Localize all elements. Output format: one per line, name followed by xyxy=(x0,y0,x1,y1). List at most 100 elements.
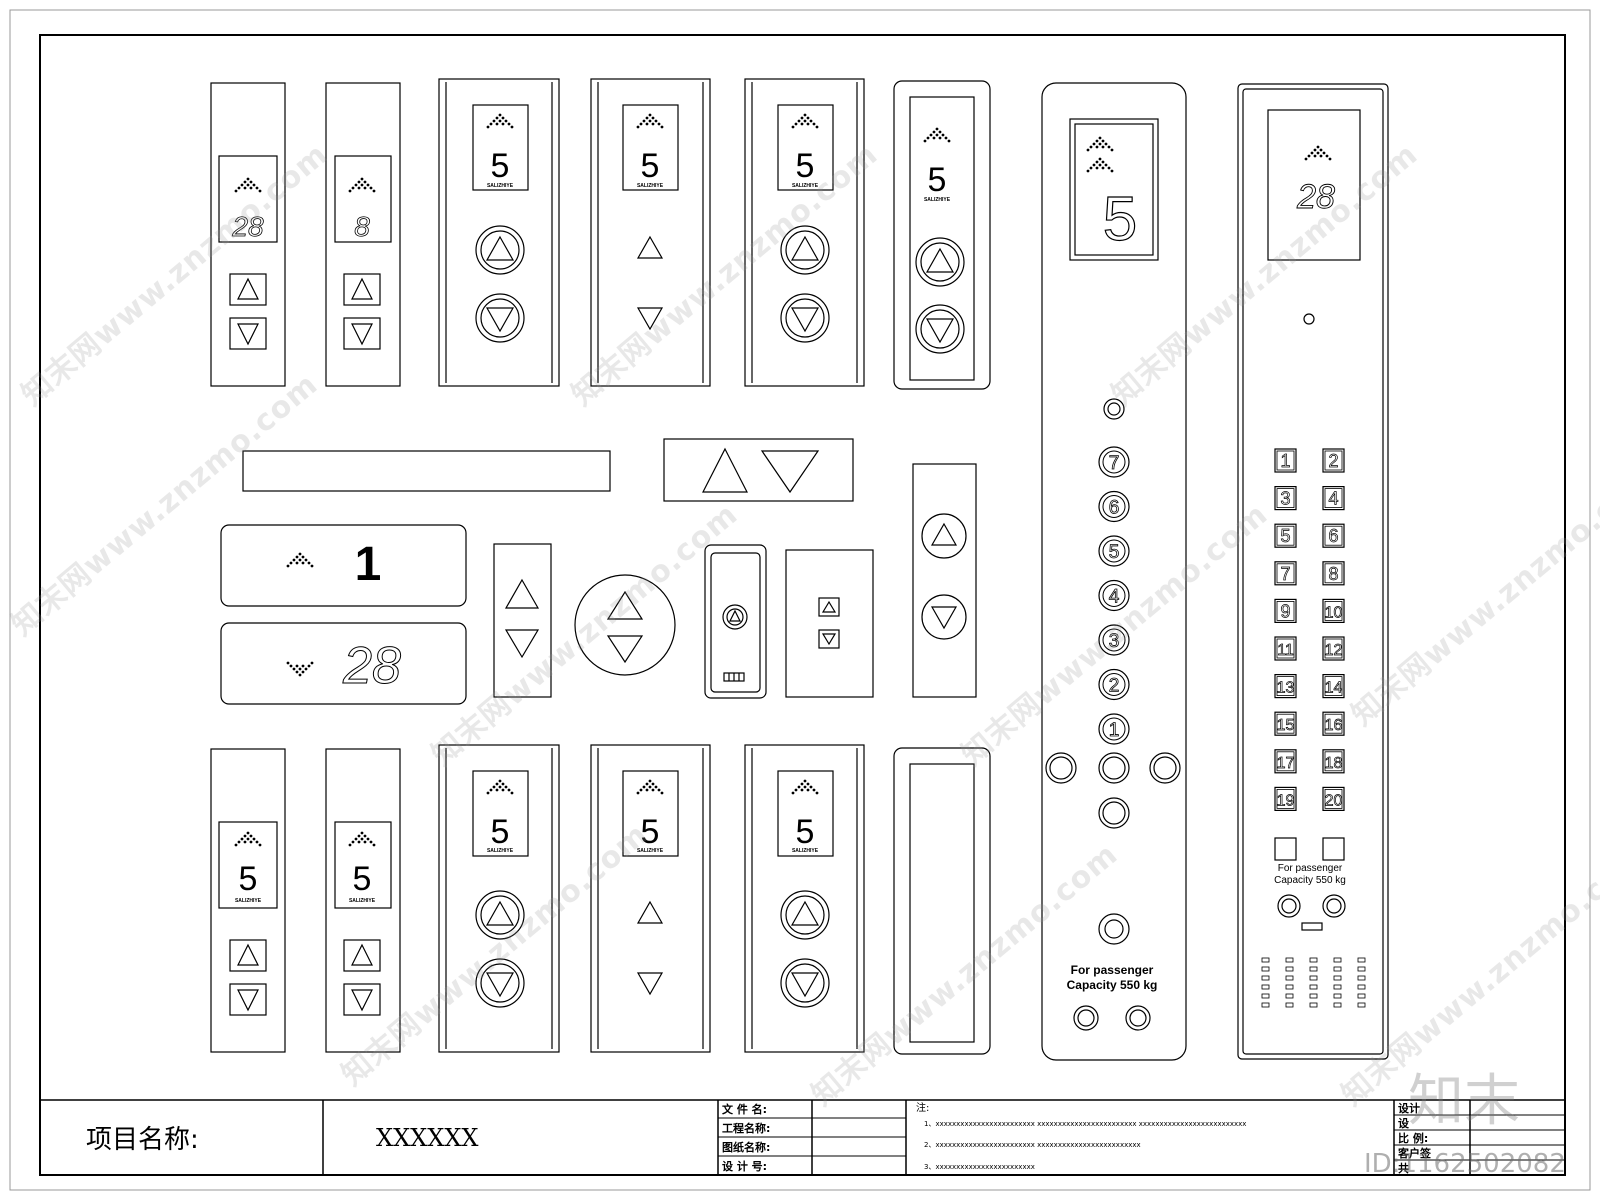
floor-button-4[interactable]: 4 xyxy=(1322,486,1345,511)
grille-slot xyxy=(1261,993,1270,999)
grille-slot xyxy=(1333,993,1342,999)
small-up-down-panel xyxy=(785,549,874,698)
watermark-id: ID:1162502082 xyxy=(1364,1149,1566,1179)
floor-button-13[interactable]: 13 xyxy=(1274,673,1297,699)
grille-slot xyxy=(1285,993,1294,999)
floor-button-label: 7 xyxy=(1109,453,1120,474)
grille-slot xyxy=(1285,1002,1294,1008)
floor-button-18[interactable]: 18 xyxy=(1322,749,1345,774)
display-5-p9: 5 xyxy=(491,813,510,851)
hall-panel-8 xyxy=(325,748,401,1053)
floor-button-2[interactable]: 2 xyxy=(1098,668,1130,701)
floor-button-5[interactable]: 5 xyxy=(1098,535,1130,567)
floor-button-label: 1 xyxy=(1109,720,1120,741)
car-panel-left xyxy=(1041,82,1187,1061)
grille-slot xyxy=(1309,966,1318,972)
narrow-up-down-panel xyxy=(493,543,552,698)
hall-panel-7 xyxy=(210,748,286,1053)
floor-button-5[interactable]: 5 xyxy=(1274,523,1297,548)
grille-slot xyxy=(1357,975,1366,981)
display-5-p3: 5 xyxy=(491,147,510,185)
right-label-1: 设 xyxy=(1398,1116,1410,1130)
grille-slot xyxy=(1333,984,1342,990)
floor-button-label: 19 xyxy=(1277,792,1295,809)
floor-button-15[interactable]: 15 xyxy=(1274,711,1297,736)
hall-panel-10 xyxy=(590,744,711,1053)
floor-button-3[interactable]: 3 xyxy=(1274,486,1297,511)
grille-slot xyxy=(1309,1002,1318,1008)
grille-slot xyxy=(1309,993,1318,999)
hall-panel-4 xyxy=(590,78,711,387)
position-indicator-down xyxy=(220,622,467,705)
floor-button-14[interactable]: 14 xyxy=(1322,673,1345,699)
title-block xyxy=(40,1099,1565,1175)
note-3: 3、xxxxxxxxxxxxxxxxxxxxxxxx xyxy=(924,1163,1035,1171)
round-up-down-button xyxy=(574,574,676,676)
display-5-p6: 5 xyxy=(928,161,947,199)
outer-border xyxy=(9,9,1591,1191)
floor-button-7[interactable]: 7 xyxy=(1098,446,1130,478)
drawing-frame xyxy=(39,34,1566,1176)
display-5-p4: 5 xyxy=(641,147,660,185)
floor-button-20[interactable]: 20 xyxy=(1322,786,1345,812)
single-call-panel xyxy=(704,544,767,699)
field-design-no: 设 计 号: xyxy=(722,1159,767,1173)
right-label-2: 比 例: xyxy=(1398,1131,1428,1145)
brand-p6: SALIZHIYE xyxy=(924,197,951,203)
grille-slot xyxy=(1333,1002,1342,1008)
brand-p5: SALIZHIYE xyxy=(792,183,819,189)
grille-slot xyxy=(1309,957,1318,963)
floor-button-10[interactable]: 10 xyxy=(1322,598,1345,624)
grille-slot xyxy=(1261,975,1270,981)
floor-button-2[interactable]: 2 xyxy=(1322,448,1345,473)
floor-button-7[interactable]: 7 xyxy=(1274,561,1297,586)
grille-slot xyxy=(1261,957,1270,963)
grille-slot xyxy=(1333,975,1342,981)
indicator-floor-1: 1 xyxy=(355,538,382,591)
floor-button-17[interactable]: 17 xyxy=(1274,749,1297,774)
floor-button-6[interactable]: 6 xyxy=(1322,523,1345,548)
brand-p10: SALIZHIYE xyxy=(637,848,664,854)
floor-button-1[interactable]: 1 xyxy=(1274,448,1297,473)
project-value: XXXXXX xyxy=(376,1124,479,1152)
hall-panel-6 xyxy=(893,80,991,390)
display-8: 8 xyxy=(354,211,370,242)
notes-label: 注: xyxy=(916,1101,929,1114)
right-label-3: 客户签 xyxy=(1397,1146,1432,1160)
grille-slot xyxy=(1309,975,1318,981)
grille-slot xyxy=(1357,957,1366,963)
car-display-5: 5 xyxy=(1103,185,1137,254)
floor-button-label: 2 xyxy=(1109,676,1120,697)
display-5-p5: 5 xyxy=(796,147,815,185)
floor-button-label: 3 xyxy=(1280,489,1290,509)
floor-button-label: 6 xyxy=(1109,498,1120,519)
floor-button-label: 20 xyxy=(1325,792,1343,809)
floor-button-1[interactable]: 1 xyxy=(1098,713,1130,745)
floor-button-3[interactable]: 3 xyxy=(1098,624,1130,656)
right-label-0: 设计 xyxy=(1398,1101,1420,1115)
tall-up-down-panel xyxy=(912,463,977,698)
floor-button-19[interactable]: 19 xyxy=(1274,786,1297,812)
speaker-grille xyxy=(1261,957,1366,1008)
blank-rounded-panel xyxy=(893,747,991,1055)
floor-button-11[interactable]: 11 xyxy=(1274,636,1297,661)
direction-lantern-horizontal xyxy=(663,438,854,502)
brand-p9: SALIZHIYE xyxy=(487,848,514,854)
floor-button-4[interactable]: 4 xyxy=(1098,579,1130,612)
display-5-p7: 5 xyxy=(239,860,258,898)
car-display-28: 28 xyxy=(1296,178,1335,216)
grille-slot xyxy=(1261,1002,1270,1008)
floor-button-9[interactable]: 9 xyxy=(1274,598,1297,624)
floor-button-16[interactable]: 16 xyxy=(1322,711,1345,736)
hall-panel-11 xyxy=(744,744,865,1053)
floor-button-label: 9 xyxy=(1280,601,1290,621)
right-label-4: 共 xyxy=(1398,1161,1409,1175)
indicator-floor-28: 28 xyxy=(342,637,401,695)
floor-button-8[interactable]: 8 xyxy=(1322,561,1345,586)
floor-button-6[interactable]: 6 xyxy=(1098,490,1130,523)
floor-button-label: 5 xyxy=(1109,542,1120,563)
grille-slot xyxy=(1261,966,1270,972)
floor-button-12[interactable]: 12 xyxy=(1322,636,1345,661)
right-plate-line2: Capacity 550 kg xyxy=(1274,875,1346,886)
